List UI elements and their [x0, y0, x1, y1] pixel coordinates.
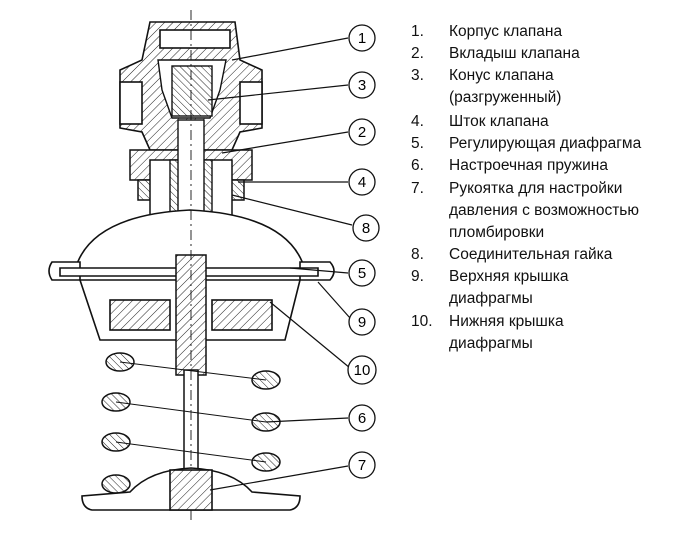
- leader-lines: [207, 37, 353, 491]
- legend-number: 4.: [411, 113, 424, 130]
- svg-text:3: 3: [358, 77, 366, 94]
- legend-number: 3.: [411, 67, 424, 84]
- legend-label: Конус клапана: [449, 67, 554, 84]
- legend-label: Вкладыш клапана: [449, 45, 580, 62]
- svg-text:8: 8: [362, 220, 370, 237]
- setting-spring-coils: [101, 352, 281, 494]
- legend-number: 6.: [411, 157, 424, 174]
- callout-7: 7: [348, 451, 376, 479]
- legend-number: 2.: [411, 45, 424, 62]
- legend-label: Соединительная гайка: [449, 246, 613, 263]
- legend-label: пломбировки: [449, 224, 545, 241]
- svg-text:10: 10: [354, 362, 371, 379]
- callout-6: 6: [348, 404, 376, 432]
- legend-label: давления с возможностью: [449, 202, 639, 219]
- legend-number: 5.: [411, 135, 424, 152]
- valve-insert: [157, 59, 227, 119]
- callout-1: 1: [348, 24, 376, 52]
- callout-8: 8: [352, 214, 380, 242]
- callout-9: 9: [348, 308, 376, 336]
- legend-number: 7.: [411, 180, 424, 197]
- callout-5: 5: [348, 259, 376, 287]
- diaphragm-housing: [48, 209, 335, 341]
- legend-number: 1.: [411, 23, 424, 40]
- legend-label: Корпус клапана: [449, 23, 563, 40]
- legend-label: (разгруженный): [449, 89, 562, 106]
- legend-label: Рукоятка для настройки: [449, 180, 623, 197]
- callout-3: 3: [348, 71, 376, 99]
- callout-10: 10: [347, 355, 377, 385]
- svg-text:1: 1: [358, 30, 366, 47]
- legend-label: диафрагмы: [449, 290, 533, 307]
- svg-text:7: 7: [358, 457, 366, 474]
- legend-label: Регулирующая диафрагма: [449, 135, 642, 152]
- callout-2: 2: [348, 118, 376, 146]
- svg-text:4: 4: [358, 174, 366, 191]
- legend-number: 8.: [411, 246, 424, 263]
- svg-text:9: 9: [358, 314, 366, 331]
- adjusting-handle: [81, 467, 301, 511]
- legend-number: 9.: [411, 268, 424, 285]
- legend-label: диафрагмы: [449, 335, 533, 352]
- legend-label: Нижняя крышка: [449, 313, 564, 330]
- legend-number: 10.: [411, 313, 433, 330]
- legend-label: Верхняя крышка: [449, 268, 569, 285]
- legend-label: Шток клапана: [449, 113, 549, 130]
- svg-text:2: 2: [358, 124, 366, 141]
- legend-label: Настроечная пружина: [449, 157, 608, 174]
- callout-4: 4: [348, 168, 376, 196]
- svg-text:5: 5: [358, 265, 366, 282]
- svg-text:6: 6: [358, 410, 366, 427]
